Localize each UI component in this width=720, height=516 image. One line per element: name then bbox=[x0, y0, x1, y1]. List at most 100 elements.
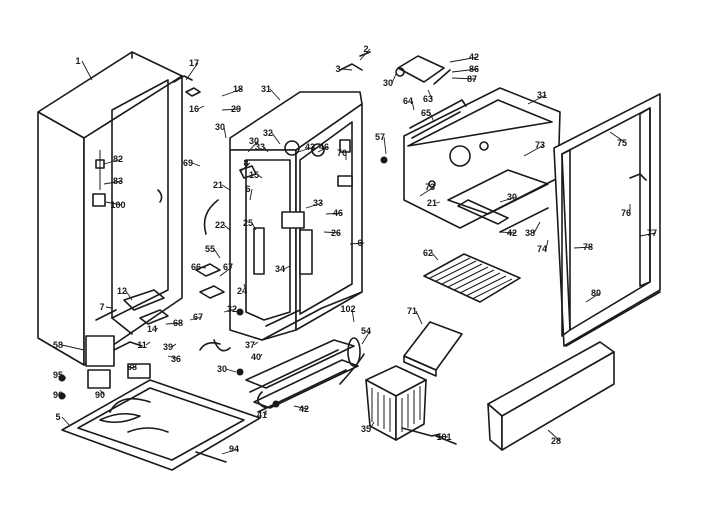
leader-line-54 bbox=[361, 330, 371, 345]
callout-5: 5 bbox=[55, 412, 60, 422]
callout-90: 90 bbox=[95, 390, 105, 400]
callout-28: 28 bbox=[551, 436, 561, 446]
leader-line-33 bbox=[263, 146, 269, 153]
leader-line-86 bbox=[451, 68, 479, 73]
ice-chute bbox=[403, 321, 463, 377]
callout-6: 6 bbox=[357, 238, 362, 248]
callout-88: 88 bbox=[127, 362, 137, 372]
callout-41: 41 bbox=[257, 410, 267, 420]
leader-line-71 bbox=[415, 310, 423, 325]
leader-line-101 bbox=[435, 435, 449, 438]
leader-line-8 bbox=[239, 162, 251, 173]
callout-62: 62 bbox=[423, 248, 433, 258]
callout-69: 69 bbox=[183, 158, 193, 168]
callout-95: 95 bbox=[53, 370, 63, 380]
leader-line-2 bbox=[359, 48, 371, 61]
leader-line-66 bbox=[199, 266, 207, 269]
leader-line-5 bbox=[61, 416, 71, 427]
leader-line-32 bbox=[271, 132, 281, 145]
callout-75: 75 bbox=[617, 138, 627, 148]
leader-line-67 bbox=[189, 316, 203, 321]
leader-line-55 bbox=[213, 248, 221, 259]
callout-67: 67 bbox=[223, 262, 233, 272]
leader-line-30 bbox=[499, 196, 517, 203]
leader-line-24 bbox=[243, 283, 247, 292]
leader-line-67 bbox=[219, 266, 233, 277]
callout-8: 8 bbox=[243, 158, 248, 168]
callout-26: 26 bbox=[331, 228, 341, 238]
leader-line-39 bbox=[171, 343, 177, 348]
leader-line-83 bbox=[103, 180, 123, 185]
callout-12: 12 bbox=[117, 286, 127, 296]
leader-line-94 bbox=[221, 448, 239, 455]
leader-line-102 bbox=[351, 308, 355, 323]
leader-line-43 bbox=[297, 146, 315, 153]
callout-39: 39 bbox=[163, 342, 173, 352]
callout-46: 46 bbox=[333, 208, 343, 218]
small-hardware bbox=[58, 156, 457, 463]
callout-43: 43 bbox=[305, 142, 315, 152]
leader-line-7 bbox=[105, 306, 113, 309]
callout-70: 70 bbox=[337, 148, 347, 158]
callout-86: 86 bbox=[469, 64, 479, 74]
leader-line-21 bbox=[435, 201, 441, 204]
leader-line-88 bbox=[127, 366, 137, 369]
leader-line-57 bbox=[383, 136, 387, 155]
callout-2: 2 bbox=[363, 44, 368, 54]
callout-16: 16 bbox=[189, 104, 199, 114]
leader-line-14 bbox=[155, 327, 159, 330]
callout-82: 82 bbox=[113, 154, 123, 164]
leader-line-11 bbox=[145, 341, 151, 346]
callout-54: 54 bbox=[361, 326, 371, 336]
leader-line-96 bbox=[61, 394, 67, 397]
callout-33: 33 bbox=[313, 198, 323, 208]
leader-line-62 bbox=[431, 252, 439, 261]
leader-line-78 bbox=[573, 246, 593, 249]
callout-31: 31 bbox=[537, 90, 547, 100]
leader-line-42 bbox=[499, 231, 517, 234]
leader-line-87 bbox=[451, 77, 477, 80]
leader-line-77 bbox=[639, 232, 657, 237]
leader-line-63 bbox=[427, 89, 433, 100]
leader-line-42 bbox=[449, 56, 479, 63]
leader-line-17 bbox=[185, 62, 199, 81]
callout-67: 67 bbox=[193, 312, 203, 322]
callout-58: 58 bbox=[53, 340, 63, 350]
leader-line-68 bbox=[165, 322, 183, 325]
leader-line-90 bbox=[99, 389, 105, 396]
callout-57: 57 bbox=[375, 132, 385, 142]
callout-24: 24 bbox=[237, 286, 247, 296]
callout-42: 42 bbox=[507, 228, 517, 238]
callout-6: 6 bbox=[245, 184, 250, 194]
callout-33: 33 bbox=[255, 142, 265, 152]
door-gasket-frame bbox=[553, 93, 661, 347]
callout-37: 37 bbox=[245, 340, 255, 350]
leader-line-31 bbox=[269, 88, 281, 101]
callout-30: 30 bbox=[249, 136, 259, 146]
callout-73: 73 bbox=[535, 140, 545, 150]
callout-32: 32 bbox=[263, 128, 273, 138]
callout-76: 76 bbox=[621, 208, 631, 218]
leader-line-30 bbox=[223, 126, 227, 139]
leader-line-80 bbox=[585, 292, 601, 303]
leader-line-12 bbox=[125, 290, 133, 301]
callout-77: 77 bbox=[647, 228, 657, 238]
callout-36: 36 bbox=[171, 354, 181, 364]
callout-11: 11 bbox=[137, 340, 147, 350]
callout-40: 40 bbox=[251, 352, 261, 362]
callout-83: 83 bbox=[113, 176, 123, 186]
leader-line-69 bbox=[191, 162, 201, 167]
callout-46: 46 bbox=[319, 142, 329, 152]
leader-line-38 bbox=[533, 221, 541, 234]
leader-line-18 bbox=[221, 88, 243, 97]
leader-line-42 bbox=[293, 405, 309, 410]
leader-line-15 bbox=[257, 174, 263, 179]
leader-line-30 bbox=[247, 140, 259, 153]
leader-line-16 bbox=[197, 105, 205, 110]
callout-3: 3 bbox=[335, 64, 340, 74]
callout-80: 80 bbox=[591, 288, 601, 298]
leader-line-40 bbox=[259, 353, 263, 358]
leader-line-36 bbox=[167, 355, 181, 360]
